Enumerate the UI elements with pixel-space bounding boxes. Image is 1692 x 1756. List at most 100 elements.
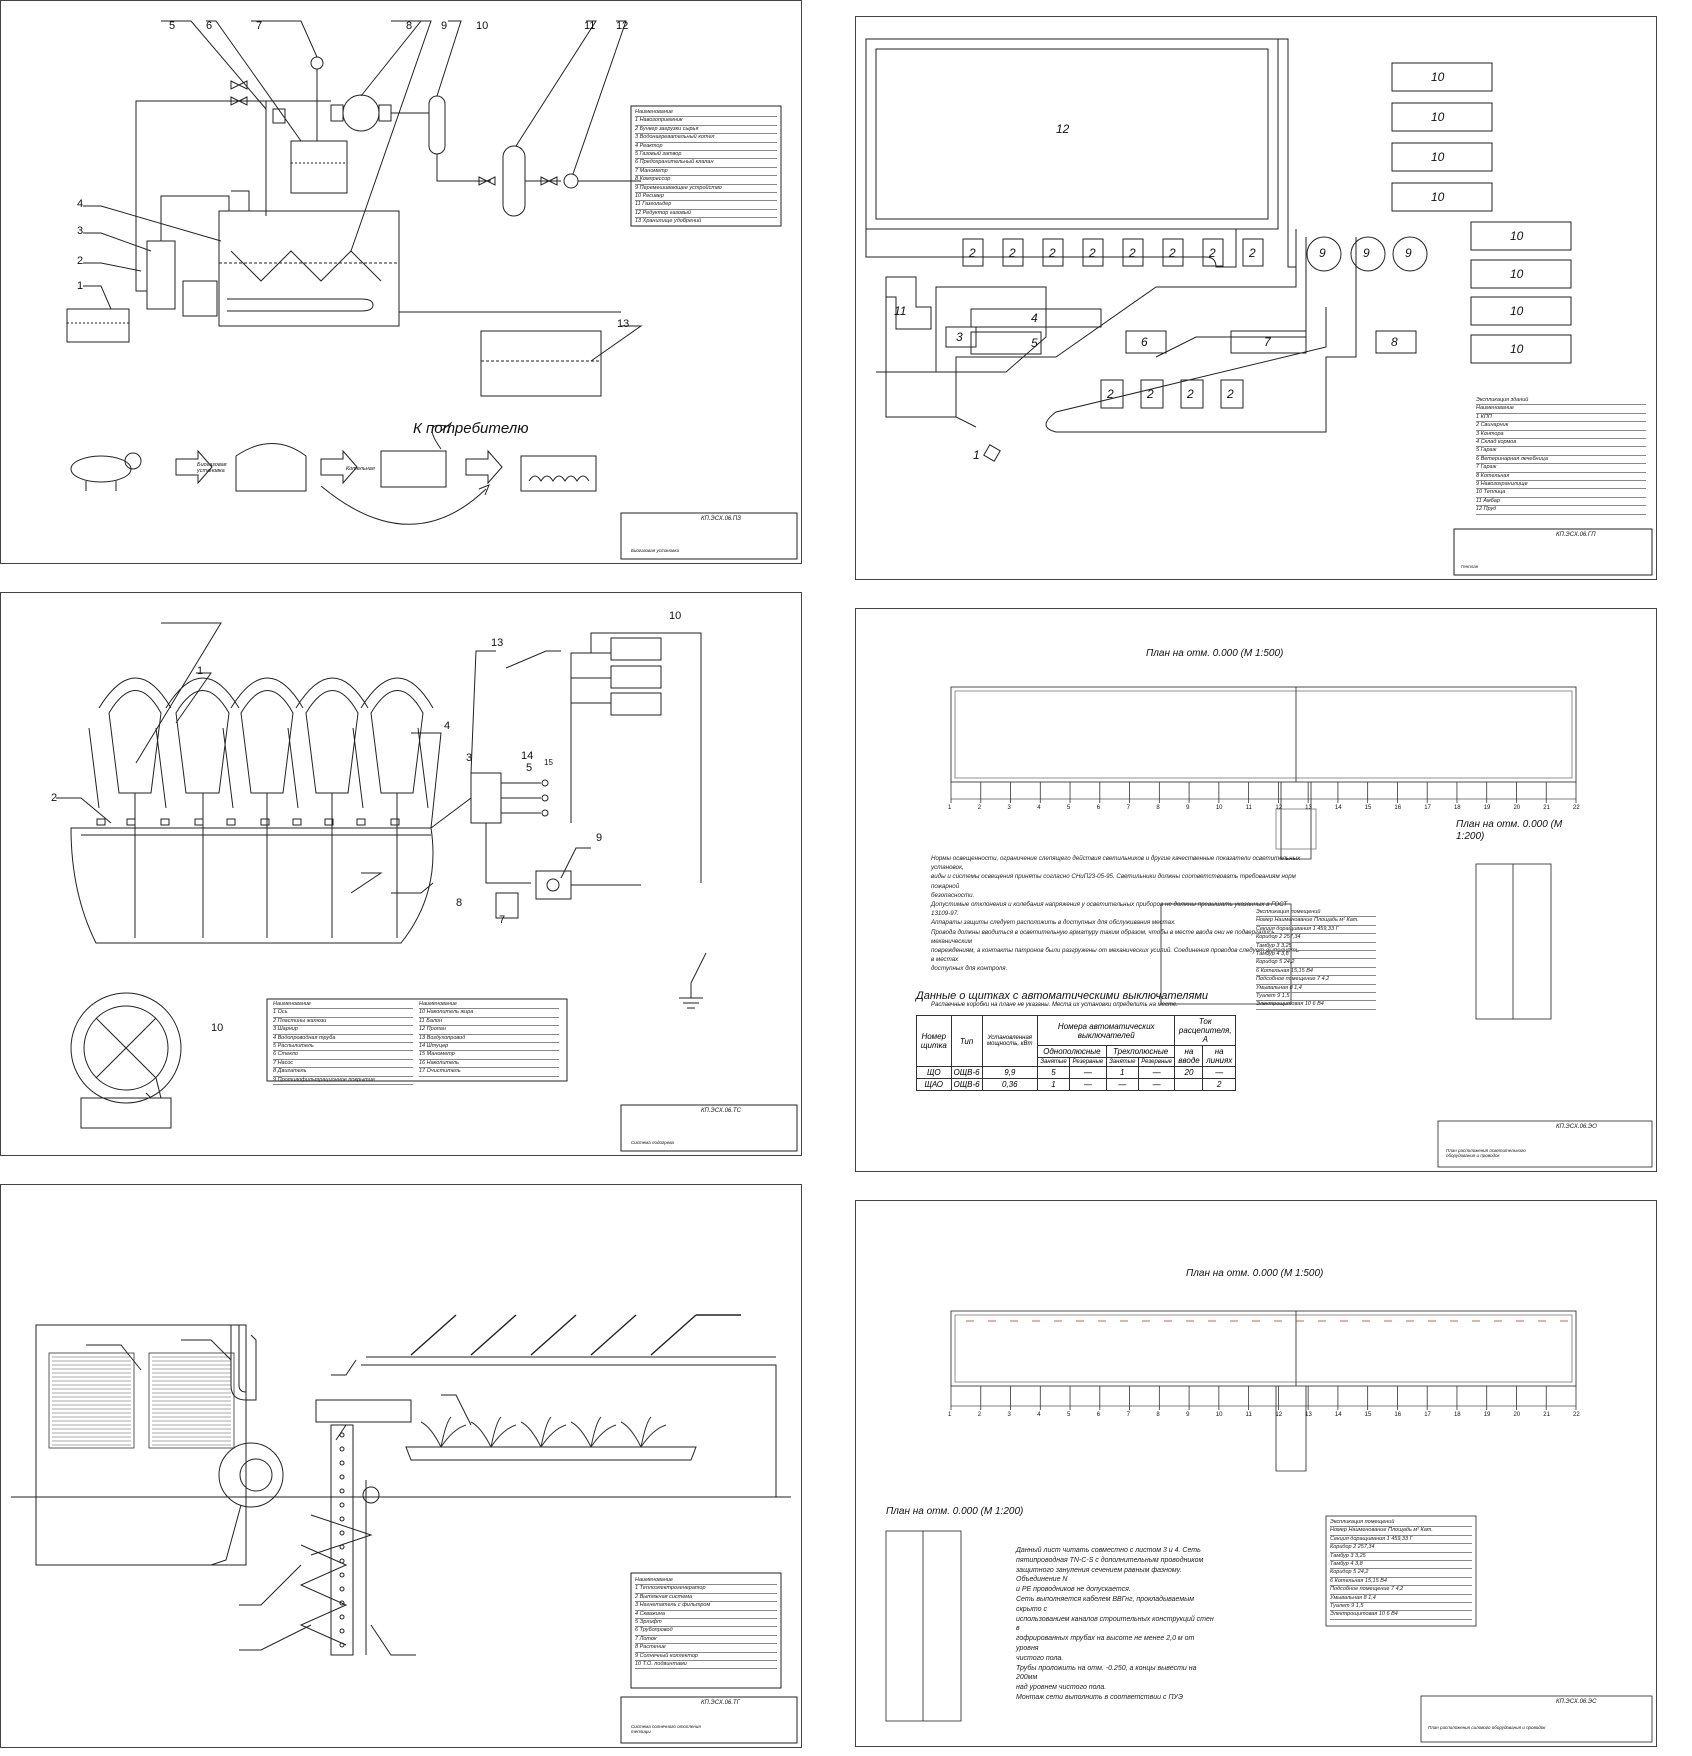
axis-label: 15 <box>1364 1412 1372 1418</box>
room-row: Коридор 5 24,2 <box>1256 959 1376 968</box>
axis-label: 17 <box>1424 1412 1431 1418</box>
note-line: Трубы проложить на отм. -0.250, а концы … <box>1016 1664 1197 1672</box>
building-number: 2 <box>1049 246 1056 260</box>
building-number: 2 <box>1009 246 1016 260</box>
legend-row: 3 Нагнетатель с фильтром <box>635 1602 777 1611</box>
axis-label: 3 <box>1007 805 1011 811</box>
rooms-table: Экспликация помещений Номер Наименование… <box>1256 909 1376 1010</box>
rh: Площадь м² <box>1313 917 1345 924</box>
td: — <box>1137 1066 1176 1079</box>
axis-label: 2 <box>977 805 982 811</box>
rc: 1,5 <box>1281 993 1290 1000</box>
legend-row: 1 КПП <box>1476 414 1646 423</box>
rooms-header: Номер Наименование Площадь м² Кат. <box>1256 917 1376 926</box>
rc: 3,25 <box>1280 942 1292 949</box>
axis-label: 8 <box>1156 1412 1160 1418</box>
rc: 3,8 <box>1354 1561 1363 1568</box>
building-number: 2 <box>1107 387 1114 401</box>
legend-row: 10 Теплица <box>1476 489 1646 498</box>
legend-row: 5 Гараж <box>1476 447 1646 456</box>
legend-row: 2 Пластины жалюзи <box>273 1018 413 1027</box>
legend-heating-left: Наименование 1 Ось 2 Пластины жалюзи 3 Ш… <box>273 1001 413 1086</box>
axis-label: 14 <box>1334 805 1342 811</box>
building-number: 2 <box>1209 246 1216 260</box>
callout: 3 <box>77 225 84 237</box>
building-number: 9 <box>1363 246 1370 260</box>
building-number: 10 <box>1431 150 1445 164</box>
legend-row: 8 Компрессор <box>635 176 777 185</box>
note-line: и PE проводников не допускается. <box>1016 1586 1131 1594</box>
axis-label: 12 <box>1275 1412 1283 1418</box>
axis-label: 22 <box>1573 805 1580 811</box>
lighting-notes: Нормы освещенности, ограничение слепящег… <box>931 854 1300 974</box>
legend-row: 6 Предохранительный клапан <box>635 159 777 168</box>
rc: Коридор <box>1256 959 1278 966</box>
note-line: гофрированных трубах на высоте не менее … <box>1016 1635 1195 1643</box>
building-number: 11 <box>894 304 907 318</box>
legend-row: 7 Манометр <box>635 168 777 177</box>
plan-title-main: План на отм. 0.000 (М 1:500) <box>1186 1268 1324 1279</box>
legend-row: 4 Реактор <box>635 143 777 152</box>
legend-site: Экспликация зданий Наименование 1 КПП 2 … <box>1476 397 1646 515</box>
room-row: Коридор 2 257,34 <box>1330 1544 1472 1553</box>
axis-label: 6 <box>1096 805 1101 811</box>
rc: Коридор <box>1256 934 1278 941</box>
callout: 13 <box>617 318 630 330</box>
rc: Подсобное помещение <box>1256 976 1316 983</box>
td <box>1174 1078 1204 1091</box>
switchboard-table-title: Данные о щитках с автоматическими выключ… <box>916 990 1208 1002</box>
biogas-label: Биогазовая установка <box>197 462 227 474</box>
power-notes: Данный лист читать совместно с листом 3 … <box>1016 1546 1214 1703</box>
legend-title: Экспликация зданий <box>1476 397 1646 406</box>
title-block-name: Система солнечного отопления теплицы <box>631 1724 701 1734</box>
rc: 6 <box>1312 1001 1316 1008</box>
axis-label: 10 <box>1215 1412 1223 1418</box>
rc: Тамбур <box>1256 942 1275 949</box>
title-block-code: КП.ЭСХ.06.ЭС <box>1556 1699 1597 1705</box>
room-row: Секция доращивания 1 459,33 Г <box>1330 1536 1472 1545</box>
td: 1 <box>1036 1078 1071 1091</box>
th: Резервные <box>1069 1057 1107 1067</box>
callout: 5 <box>526 762 533 774</box>
rh: Номер <box>1330 1527 1347 1534</box>
axis-label: 7 <box>1126 1412 1130 1418</box>
td: — <box>1202 1066 1236 1079</box>
axis-label: 13 <box>1305 805 1312 811</box>
rh: Наименование <box>1274 917 1313 924</box>
legend-row: 9 Противофильтрационное покрытие <box>273 1077 413 1086</box>
th: Номера автоматических выключателей <box>1036 1015 1176 1046</box>
legend-row: 4 Склад кормов <box>1476 439 1646 448</box>
callout: 4 <box>444 720 451 732</box>
callout: 3 <box>466 752 473 764</box>
callout: 1 <box>77 280 84 292</box>
legend-row: 3 Контора <box>1476 431 1646 440</box>
td: 2 <box>1202 1078 1236 1091</box>
callout: 12 <box>616 20 629 32</box>
airlift-bubble <box>339 1460 345 1466</box>
title-block-name: Генплан <box>1461 564 1479 569</box>
rc: Котельная <box>1260 967 1290 974</box>
rc: 4 <box>1276 951 1280 958</box>
note-line: пожарной <box>931 882 960 890</box>
legend-row: 12 Пропан <box>419 1026 559 1035</box>
rc: 24,2 <box>1357 1569 1369 1576</box>
rc: Коридор <box>1330 1569 1352 1576</box>
rc: 459,33 <box>1317 925 1335 932</box>
building-number: 1 <box>973 448 980 462</box>
legend-row: 17 Очиститель <box>419 1068 559 1077</box>
axis-label: 21 <box>1543 805 1550 811</box>
rc: 3,8 <box>1280 951 1289 958</box>
axis-label: 8 <box>1156 805 1160 811</box>
room-row: Умывальная 8 1,4 <box>1256 985 1376 994</box>
th: Ток расцепителя, А <box>1174 1015 1236 1046</box>
rc: Тамбур <box>1330 1552 1349 1559</box>
airlift-bubble <box>339 1572 345 1578</box>
td: 5 <box>1036 1066 1071 1079</box>
rc: 257,34 <box>1357 1544 1375 1551</box>
rc: Коридор <box>1330 1544 1352 1551</box>
note-line: Данный лист читать совместно с листом 3 … <box>1016 1547 1201 1554</box>
note-line: повреждениям, а контакты патронов были р… <box>931 947 1300 955</box>
note-line: 200мм <box>1016 1674 1038 1682</box>
td: 9,9 <box>981 1066 1038 1079</box>
axis-label: 5 <box>1067 805 1071 811</box>
